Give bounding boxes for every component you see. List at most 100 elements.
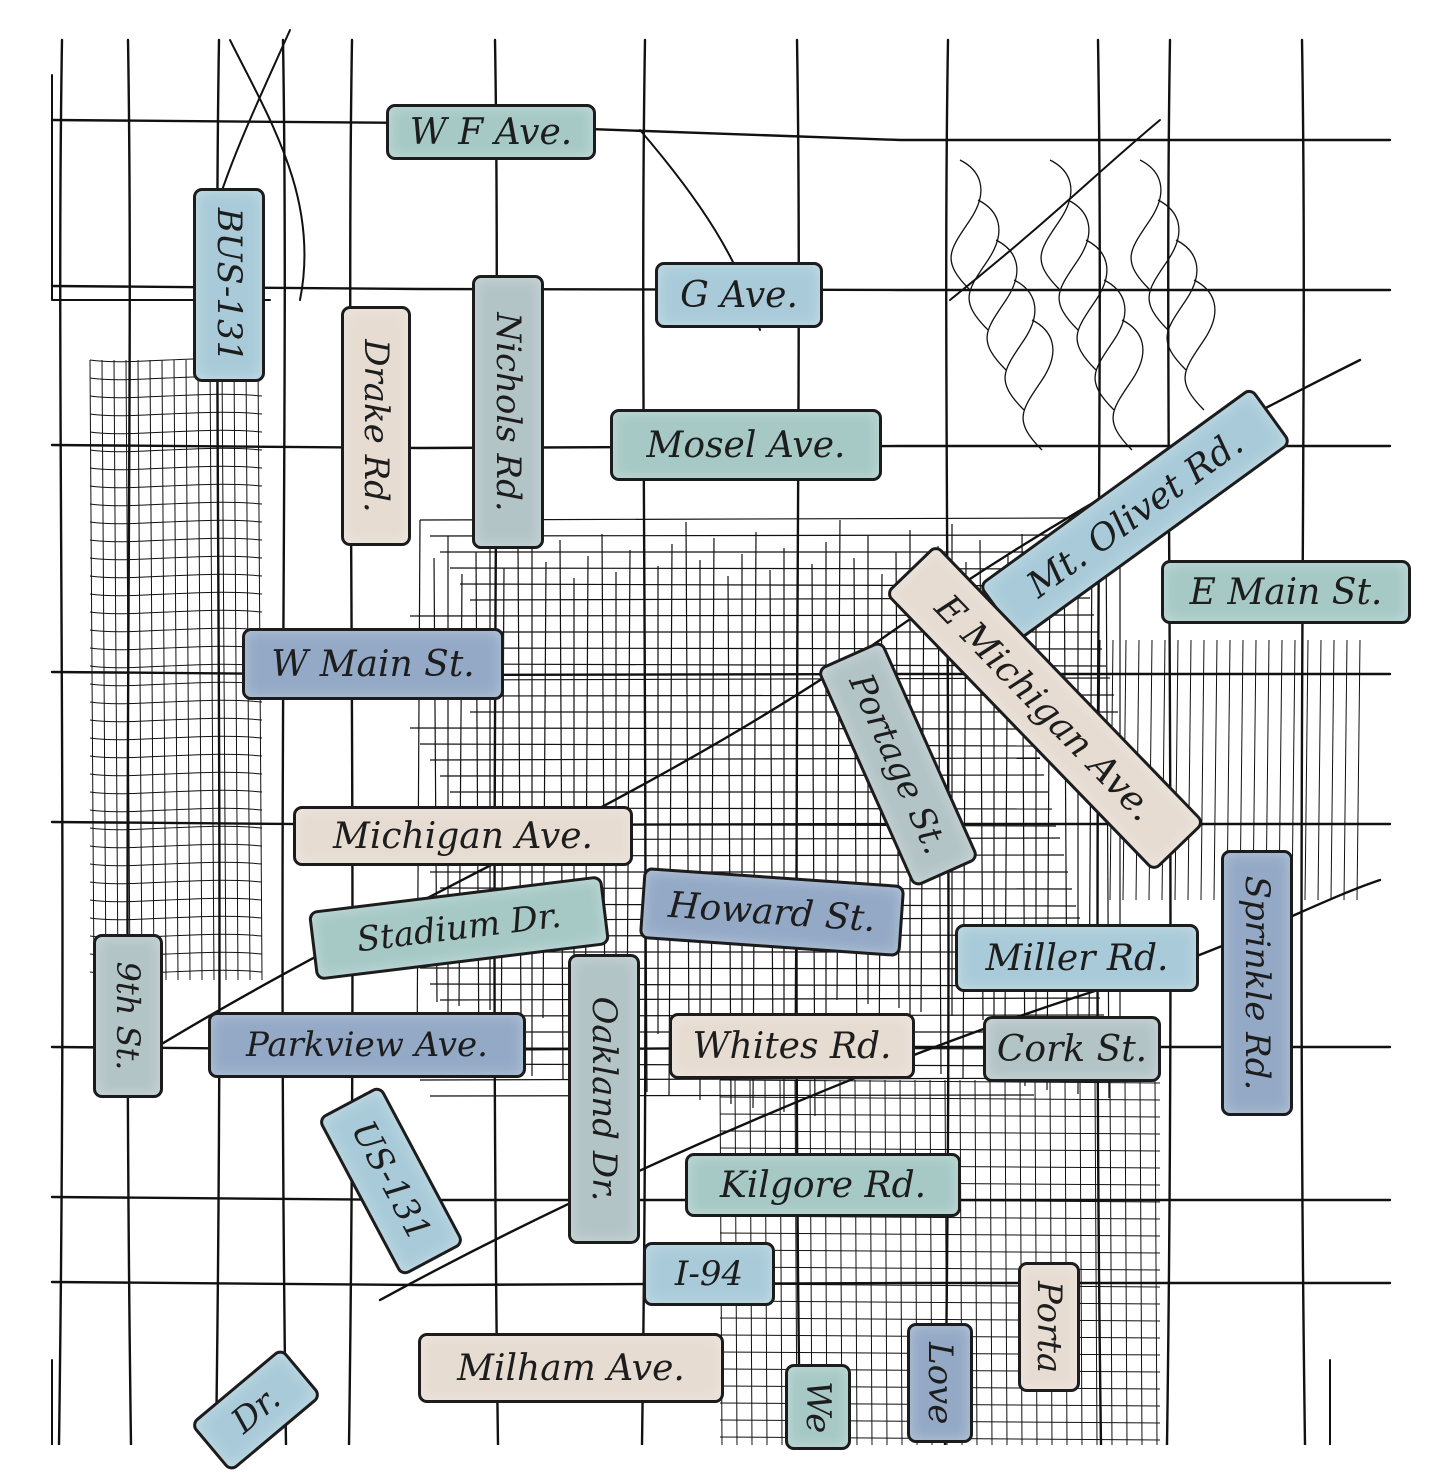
road [710,537,715,1043]
road [439,774,1045,777]
road [89,447,263,453]
road [89,483,263,489]
road [89,699,263,705]
label-westnedge-ave-partial: We [785,1364,851,1450]
road [89,429,263,435]
road [89,861,263,867]
road [989,1079,993,1445]
road [719,1147,1161,1152]
road [113,359,119,981]
label-i-94: I-94 [643,1242,775,1306]
road [429,757,1041,761]
label-9th-st: 9th St. [93,934,163,1098]
road [854,1079,858,1445]
road [149,359,155,981]
road [89,627,263,633]
road [769,569,774,1051]
label-sprinkle-rd: Sprinkle Rd. [1221,850,1293,1116]
road [950,159,982,291]
road [869,1079,873,1445]
road [50,1195,1392,1202]
road [137,359,143,981]
road [101,359,107,981]
road [89,879,263,885]
road [125,359,131,981]
road [719,1266,1161,1271]
road [1130,159,1162,291]
road [1343,639,1348,901]
label-mosel-ave: Mosel Ave. [610,409,882,481]
label-parkview-ave: Parkview Ave. [208,1012,526,1078]
road [1154,1079,1158,1445]
road [89,393,263,399]
road [89,573,263,579]
road [899,1079,903,1445]
road [197,359,203,981]
road [719,1113,1161,1118]
road [185,359,191,981]
road [1317,639,1322,901]
label-michigan-ave: Michigan Ave. [293,806,633,866]
label-nichols-rd: Nichols Rd. [472,275,544,549]
road [779,1079,783,1445]
road [439,997,1101,1001]
road [719,1130,1161,1135]
road [1184,279,1216,411]
road [89,735,263,741]
road [89,555,263,561]
road [89,501,263,507]
road [89,411,263,417]
road [1330,639,1335,901]
road [161,359,167,981]
road [1004,1079,1008,1445]
road [409,727,1033,730]
road [1148,199,1180,331]
road [1040,159,1072,291]
road [1187,639,1192,901]
label-drake-rd: Drake Rd. [341,306,411,546]
road [719,1317,1161,1322]
label-bus-131: BUS-131 [193,188,265,382]
road [1112,319,1144,451]
road [347,38,354,1445]
road [794,525,799,1055]
label-whites-rd: Whites Rd. [669,1013,915,1079]
road [89,771,263,777]
road [89,915,263,921]
road [1200,639,1205,901]
road [752,531,757,1109]
road [853,557,858,1063]
road [1022,319,1054,451]
label-e-main-st: E Main St. [1161,560,1411,624]
road [1304,639,1309,901]
road [89,591,263,597]
road [89,717,263,723]
road [209,359,215,981]
road [719,1300,1161,1305]
road [89,753,263,759]
road [89,663,263,669]
road [449,567,1083,570]
label-lovers-ln-partial: Love [907,1323,973,1443]
road [89,681,263,687]
label-portage-rd-partial: Porta [1018,1262,1080,1392]
road [493,38,500,1445]
road [626,549,631,1031]
road [1079,1079,1083,1445]
road [57,38,64,1445]
road [89,897,263,903]
road [89,359,95,981]
road [419,743,1037,747]
road [719,1232,1161,1237]
road [126,38,133,1445]
road [221,359,227,981]
road [233,359,239,981]
road [719,1249,1161,1254]
road [89,465,263,471]
road [668,543,673,1097]
label-oakland-dr: Oakland Dr. [568,954,640,1244]
label-milham-ave: Milham Ave. [418,1333,724,1403]
road [643,527,648,1093]
road [1356,639,1361,901]
road [719,1079,1161,1084]
